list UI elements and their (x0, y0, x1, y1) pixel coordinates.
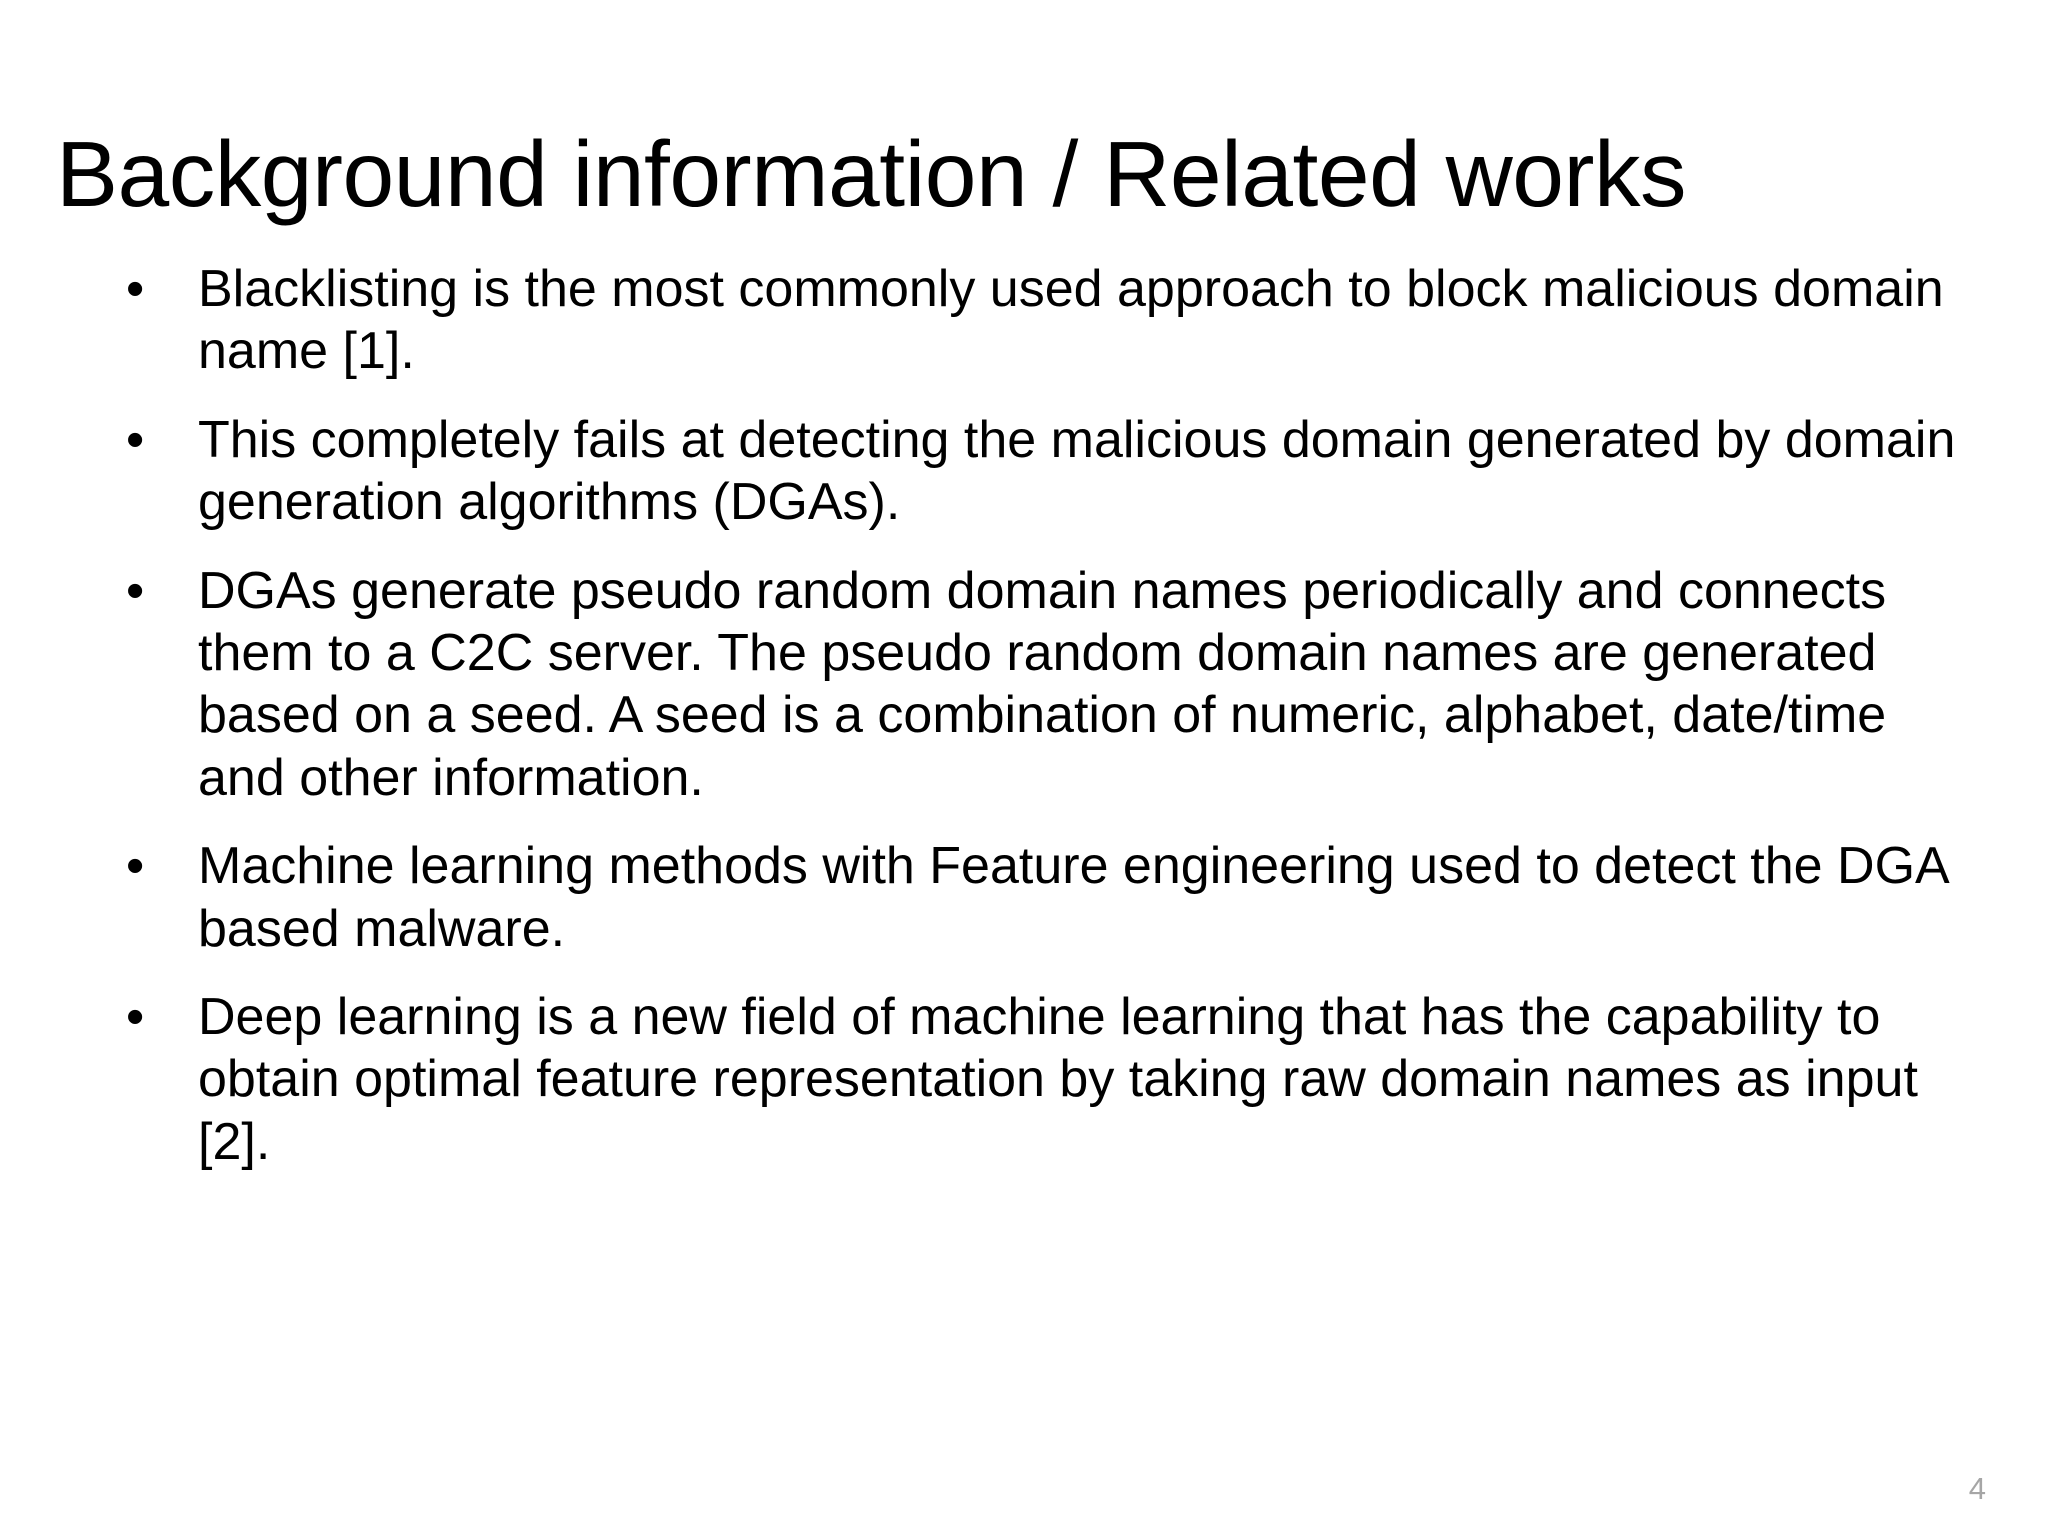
slide-body: • Blacklisting is the most commonly used… (110, 258, 1960, 1173)
bullet-marker-icon: • (126, 260, 145, 318)
bullet-marker-icon: • (126, 987, 145, 1046)
bullet-text: Machine learning methods with Feature en… (198, 837, 1947, 958)
list-item: • Blacklisting is the most commonly used… (110, 258, 1960, 383)
list-item: • Deep learning is a new field of machin… (110, 986, 1960, 1173)
list-item: • DGAs generate pseudo random domain nam… (110, 560, 1960, 810)
bullet-marker-icon: • (126, 561, 145, 620)
bullet-text: This completely fails at detecting the m… (198, 410, 1956, 532)
list-item: • Machine learning methods with Feature … (110, 835, 1960, 960)
page-number: 4 (1968, 1471, 1986, 1506)
bullet-list: • Blacklisting is the most commonly used… (110, 258, 1960, 1173)
bullet-text: DGAs generate pseudo random domain names… (198, 561, 1887, 807)
bullet-marker-icon: • (126, 837, 145, 896)
bullet-text: Blacklisting is the most commonly used a… (198, 260, 1944, 381)
slide-title: Background information / Related works (56, 122, 1686, 227)
bullet-text: Deep learning is a new field of machine … (198, 987, 1918, 1171)
list-item: • This completely fails at detecting the… (110, 409, 1960, 534)
bullet-marker-icon: • (126, 410, 145, 469)
